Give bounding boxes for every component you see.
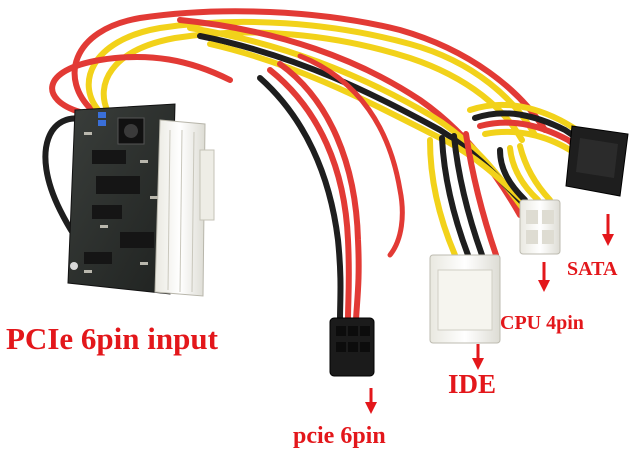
cpu-4pin-label: CPU 4pin [500,312,584,334]
atx-connector [154,119,215,297]
pcb-module [67,103,176,295]
ide-molex-connector [429,254,501,344]
arrows [365,214,614,414]
pcie-input-label: PCIe 6pin input [6,321,218,356]
pcie-6pin-connector [329,317,375,377]
sata-connector [565,125,629,197]
pcie-6pin-output-label: pcie 6pin [293,423,386,449]
ide-label: IDE [448,369,497,399]
cpu-4pin-connector [519,199,561,255]
sata-label: SATA [567,258,618,280]
